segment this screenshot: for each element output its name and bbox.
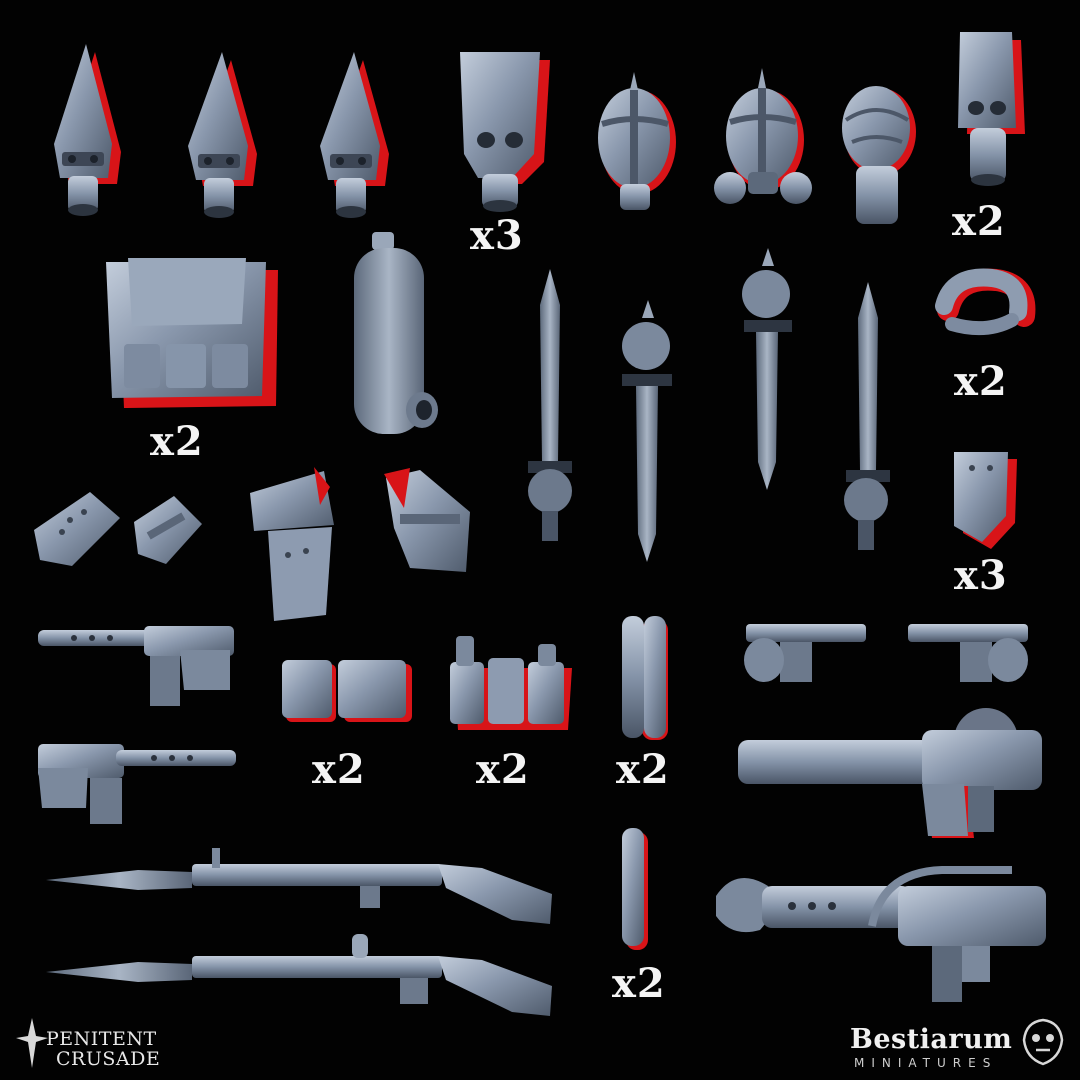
logo-right-line1: Bestiarum <box>850 1024 1013 1055</box>
hood-gasmask <box>950 30 1030 190</box>
stick-grenade-single <box>616 826 656 956</box>
gasmask-spike-helmet-1 <box>40 40 130 220</box>
backpack <box>100 252 280 412</box>
gasmask-spike-helmet-2 <box>176 50 266 220</box>
quantity-pouch-pair: x2 <box>312 746 366 793</box>
stick-grenade-pair <box>618 614 678 744</box>
submachine-gun-2 <box>34 738 244 828</box>
ammo-pouch-belt <box>444 632 574 732</box>
shoulder-pad-1 <box>30 490 130 570</box>
caged-helmet-2 <box>708 68 818 218</box>
bestiarum-miniatures-logo: Bestiarum MINIATURES <box>850 1012 1066 1070</box>
shoulder-pad-4 <box>380 468 480 578</box>
quantity-plate: x3 <box>954 552 1008 599</box>
caged-helmet-3 <box>832 72 922 232</box>
quantity-grenade-pair: x2 <box>616 746 670 793</box>
ammo-pouch-pair <box>278 658 418 728</box>
beast-skull-icon <box>1022 1018 1064 1066</box>
logo-right-line2: MINIATURES <box>854 1056 998 1070</box>
bayonet-rifle-2 <box>42 928 562 1018</box>
crusade-star-icon <box>16 1018 48 1068</box>
tank-canister <box>346 230 446 440</box>
penitent-crusade-logo: PENITENT CRUSADE <box>14 1012 174 1070</box>
sword-with-hand-4 <box>832 278 902 558</box>
shoulder-pad-3 <box>244 465 344 625</box>
sword-with-hand-1 <box>514 265 584 545</box>
pistol-with-hand-2 <box>904 620 1034 690</box>
bayonet-rifle-1 <box>42 840 562 930</box>
gasmask-skull-helmet <box>452 48 552 218</box>
quantity-helmet-hood: x2 <box>952 198 1006 245</box>
pistol-with-hand-1 <box>740 620 870 690</box>
logo-left-line2: CRUSADE <box>56 1048 161 1070</box>
submachine-gun-1 <box>34 620 244 710</box>
heavy-flamer-2 <box>712 856 1052 1006</box>
sword-with-hand-2 <box>612 298 682 568</box>
quantity-backpack: x2 <box>150 418 204 465</box>
quantity-hose: x2 <box>954 358 1008 405</box>
caged-helmet-1 <box>590 68 680 218</box>
quantity-grenade-single: x2 <box>612 960 666 1007</box>
quantity-pouch-belt: x2 <box>476 746 530 793</box>
gasmask-spike-helmet-3 <box>308 50 398 220</box>
armour-plate <box>950 450 1020 550</box>
shoulder-pad-2 <box>130 492 210 572</box>
heavy-flamer-1 <box>736 706 1046 846</box>
sword-with-hand-3 <box>726 244 806 494</box>
quantity-helmet-skull: x3 <box>470 212 524 259</box>
hose <box>935 268 1036 340</box>
logo-left-line1: PENITENT <box>46 1028 157 1050</box>
